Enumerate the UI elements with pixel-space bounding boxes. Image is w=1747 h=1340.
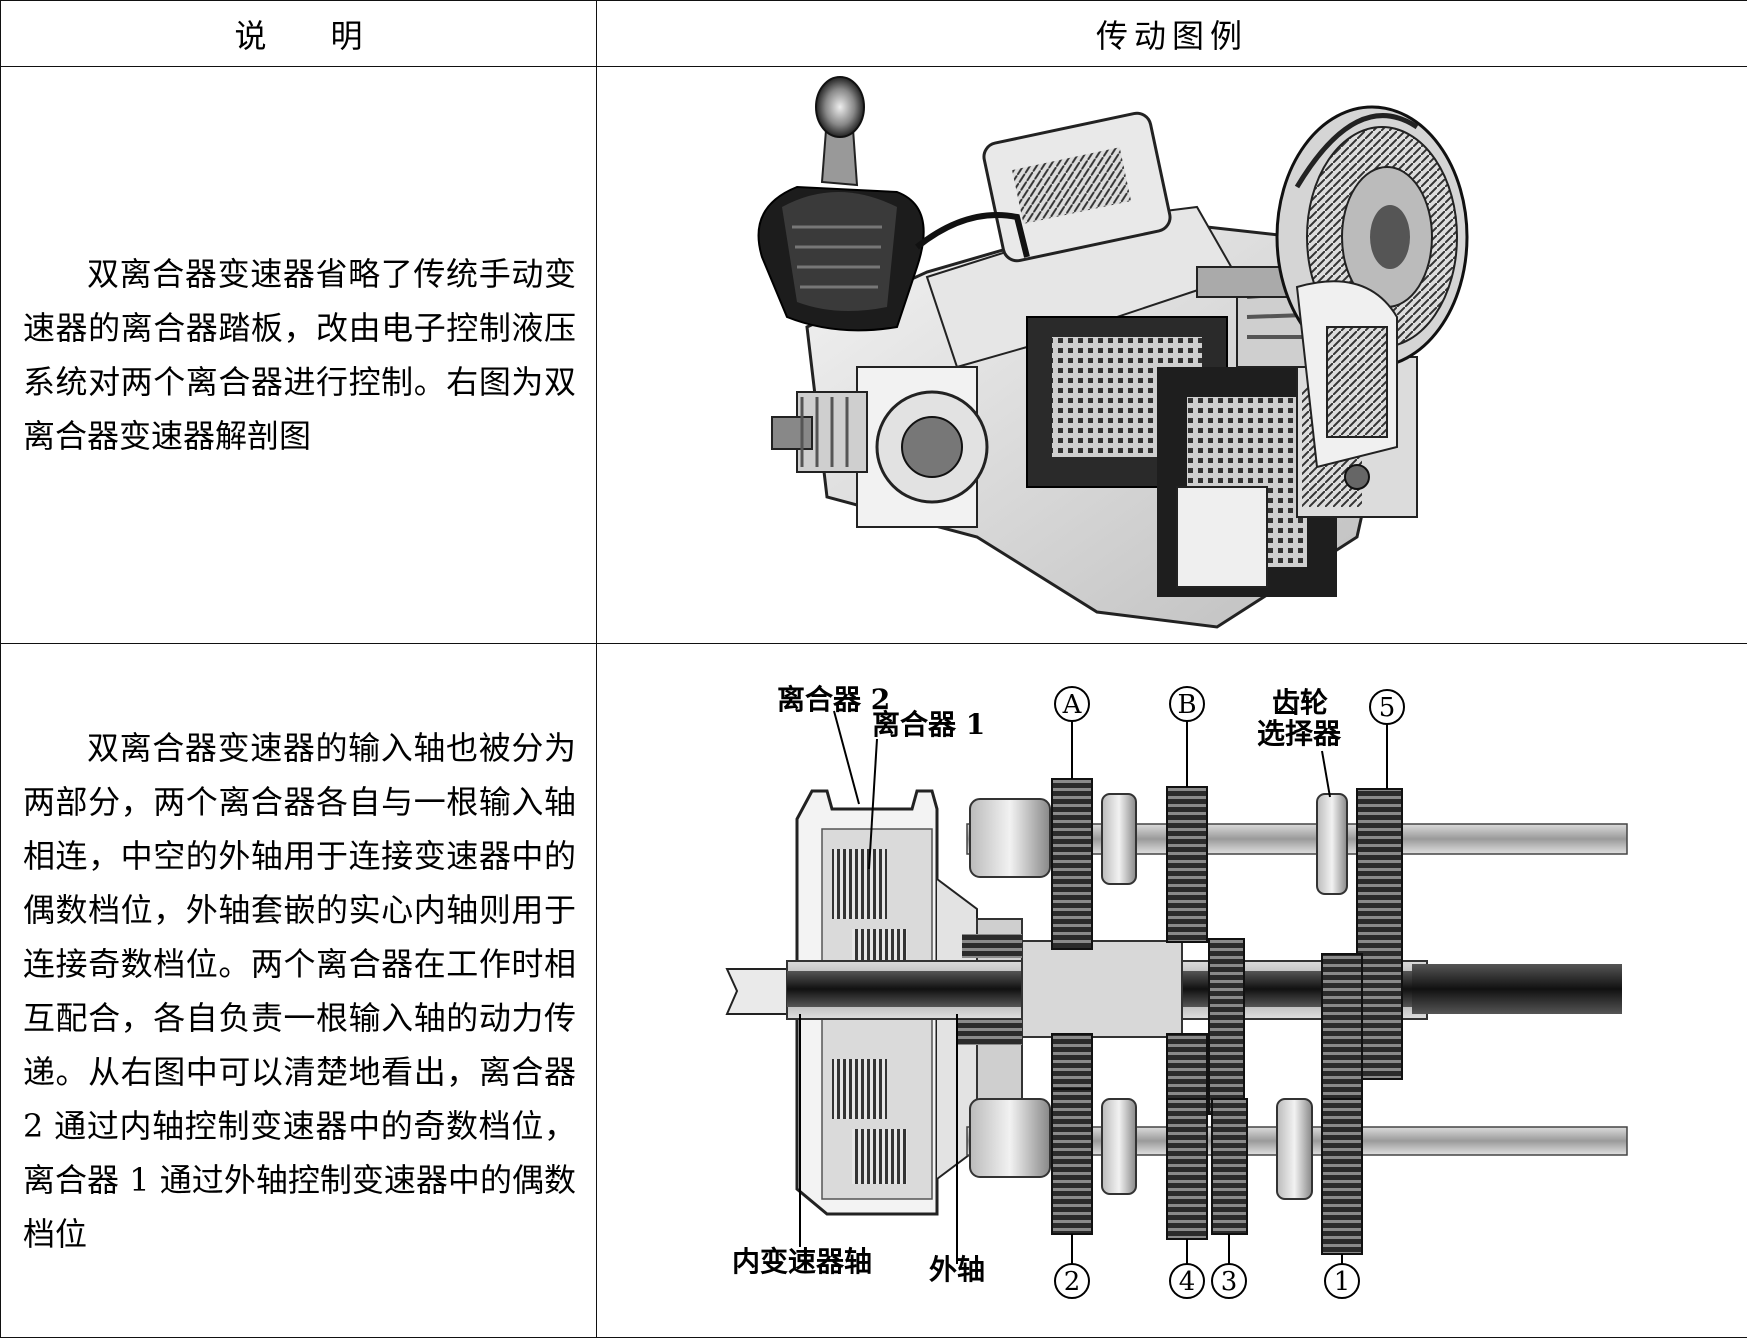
- table-row: 双离合器变速器省略了传统手动变速器的离合器踏板，改由电子控制液压系统对两个离合器…: [0, 66, 1747, 644]
- marker-4: 4: [1169, 1262, 1205, 1299]
- row2-description-text: 双离合器变速器的输入轴也被分为两部分，两个离合器各自与一根输入轴相连，中空的外轴…: [23, 728, 576, 1253]
- marker-3-text: 3: [1221, 1267, 1238, 1297]
- row2-description-cell: 双离合器变速器的输入轴也被分为两部分，两个离合器各自与一根输入轴相连，中空的外轴…: [0, 643, 597, 1338]
- input-shafts: [725, 797, 1628, 1178]
- header-description: 说 明: [0, 0, 597, 67]
- upper-gears: [1051, 777, 1403, 1080]
- label-outer-shaft: 外轴: [929, 1253, 985, 1286]
- table-row: 双离合器变速器的输入轴也被分为两部分，两个离合器各自与一根输入轴相连，中空的外轴…: [0, 643, 1747, 1338]
- row1-illustration-cell: [596, 66, 1747, 644]
- marker-5-text: 5: [1379, 693, 1396, 723]
- dct-cutaway-image: [757, 76, 1469, 629]
- label-clutch-2: 离合器 2: [777, 683, 890, 716]
- dct-schematic-diagram: 离合器 2 离合器 1 齿轮 选择器 内变速器轴 外轴 A B 5: [725, 683, 1628, 1299]
- label-gear-selector-1: 齿轮: [1272, 686, 1328, 719]
- marker-4-text: 4: [1179, 1267, 1196, 1297]
- row2-illustration-cell: 离合器 2 离合器 1 齿轮 选择器 内变速器轴 外轴 A B 5: [596, 643, 1747, 1338]
- row1-description-text: 双离合器变速器省略了传统手动变速器的离合器踏板，改由电子控制液压系统对两个离合器…: [23, 255, 576, 455]
- marker-1: 1: [1324, 1262, 1360, 1299]
- marker-A-text: A: [1062, 690, 1083, 720]
- marker-5: 5: [1369, 688, 1405, 725]
- output-flange: [771, 391, 868, 473]
- marker-B: B: [1169, 685, 1205, 722]
- label-clutch-1: 离合器 1: [872, 708, 985, 741]
- marker-2: 2: [1054, 1262, 1090, 1299]
- marker-A: A: [1054, 685, 1090, 722]
- marker-2-text: 2: [1064, 1267, 1081, 1297]
- lower-gears: [1051, 1087, 1363, 1255]
- shift-lever: [757, 76, 1030, 332]
- label-gear-selector-2: 选择器: [1257, 717, 1342, 750]
- marker-B-text: B: [1177, 690, 1196, 720]
- valve-body: [1295, 280, 1398, 490]
- table-header-row: 说 明 传动图例: [0, 0, 1747, 67]
- marker-1-text: 1: [1334, 1267, 1351, 1297]
- header-illustration: 传动图例: [596, 0, 1747, 67]
- label-inner-shaft: 内变速器轴: [732, 1245, 872, 1278]
- gearbox-housing: [805, 111, 1418, 629]
- row1-description-cell: 双离合器变速器省略了传统手动变速器的离合器踏板，改由电子控制液压系统对两个离合器…: [0, 66, 597, 644]
- marker-3: 3: [1211, 1262, 1247, 1299]
